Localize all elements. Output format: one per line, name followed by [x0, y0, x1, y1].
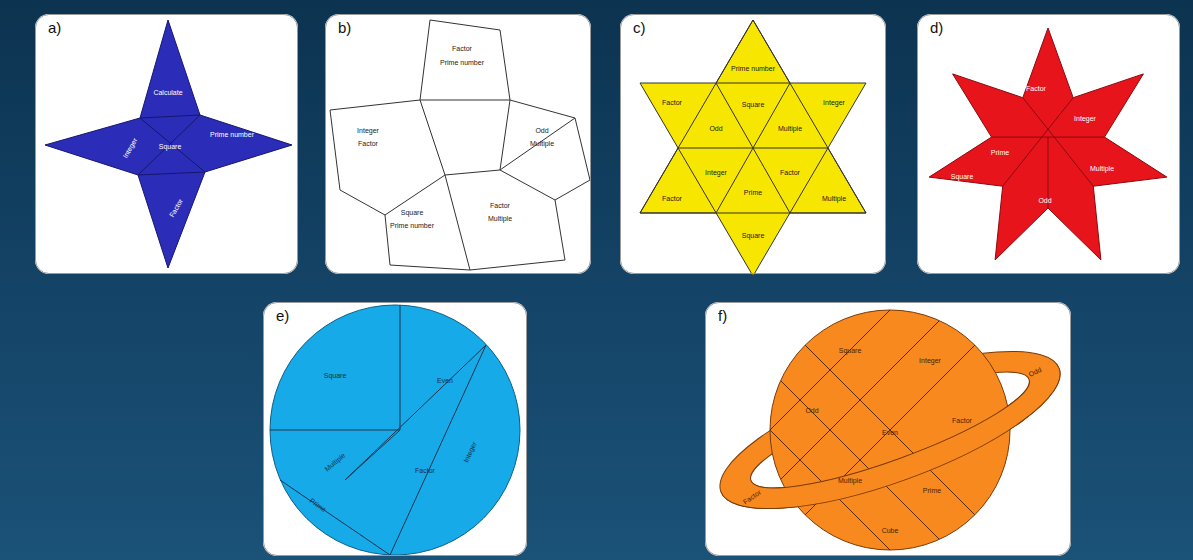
piece-word: Factor	[780, 169, 800, 176]
piece-word: Integer	[1074, 115, 1096, 122]
piece-word: Square	[951, 173, 974, 180]
piece-word: Prime number	[440, 59, 484, 66]
white-star	[330, 20, 590, 270]
piece-word: Square	[401, 209, 424, 216]
piece-word: Multiple	[324, 452, 347, 473]
piece-word: Integer	[705, 169, 727, 176]
panel-letter: d)	[930, 20, 943, 37]
puzzle-panel: d)	[917, 14, 1180, 274]
piece-word: Factor	[952, 417, 972, 424]
panel-letter: a)	[48, 20, 61, 37]
panel-letter: c)	[633, 20, 646, 37]
piece-word: Square	[742, 232, 765, 239]
piece-word: Factor	[168, 198, 184, 219]
piece-word: Square	[839, 347, 862, 354]
piece-word: Odd	[1028, 366, 1043, 378]
panel-grounds	[35, 14, 1180, 556]
piece-word: Factor	[662, 195, 682, 202]
piece-word: Prime	[991, 149, 1009, 156]
piece-word: Prime number	[210, 131, 254, 138]
red-star	[929, 28, 1167, 260]
piece-word: Integer	[122, 137, 139, 159]
piece-word: Square	[159, 143, 182, 150]
piece-word: Multiple	[488, 215, 512, 222]
blue-star	[45, 20, 292, 268]
piece-word: Multiple	[822, 195, 846, 202]
piece-word: Odd	[709, 125, 722, 132]
piece-word: Odd	[805, 407, 818, 414]
piece-word: Integer	[919, 357, 941, 364]
piece-word: Integer	[462, 441, 478, 464]
piece-word: Multiple	[530, 140, 554, 147]
blue-circle	[270, 305, 520, 555]
piece-word: Factor	[358, 140, 378, 147]
piece-word: Multiple	[838, 477, 862, 484]
piece-word: Even	[882, 429, 898, 436]
puzzle-panel: e)	[263, 302, 527, 556]
piece-word: Square	[324, 372, 347, 379]
piece-word: Factor	[1026, 85, 1046, 92]
piece-word: Even	[437, 377, 453, 384]
piece-word: Prime	[309, 497, 328, 513]
piece-word: Odd	[1038, 197, 1051, 204]
yellow-hexagram	[640, 20, 866, 276]
piece-word: Prime number	[390, 222, 434, 229]
piece-word: Factor	[490, 202, 510, 209]
piece-word: Square	[742, 101, 765, 108]
piece-word: Factor	[415, 467, 435, 474]
piece-word: Factor	[452, 45, 472, 52]
piece-word: Prime	[744, 189, 762, 196]
piece-word: Cube	[882, 527, 899, 534]
piece-word: Integer	[357, 127, 379, 134]
piece-word: Integer	[823, 99, 845, 106]
piece-word: Odd	[535, 127, 548, 134]
panel-letter: e)	[276, 308, 289, 325]
piece-word: Prime number	[731, 65, 775, 72]
panel-letter: b)	[338, 20, 351, 37]
piece-word: Calculate	[153, 89, 182, 96]
piece-word: Multiple	[1090, 165, 1114, 172]
panel-letter: f)	[718, 308, 727, 325]
piece-word: Multiple	[778, 125, 802, 132]
piece-word: Factor	[662, 99, 682, 106]
piece-word: Prime	[923, 487, 941, 494]
orange-planet	[650, 150, 1170, 560]
piece-word: Factor	[742, 488, 762, 505]
